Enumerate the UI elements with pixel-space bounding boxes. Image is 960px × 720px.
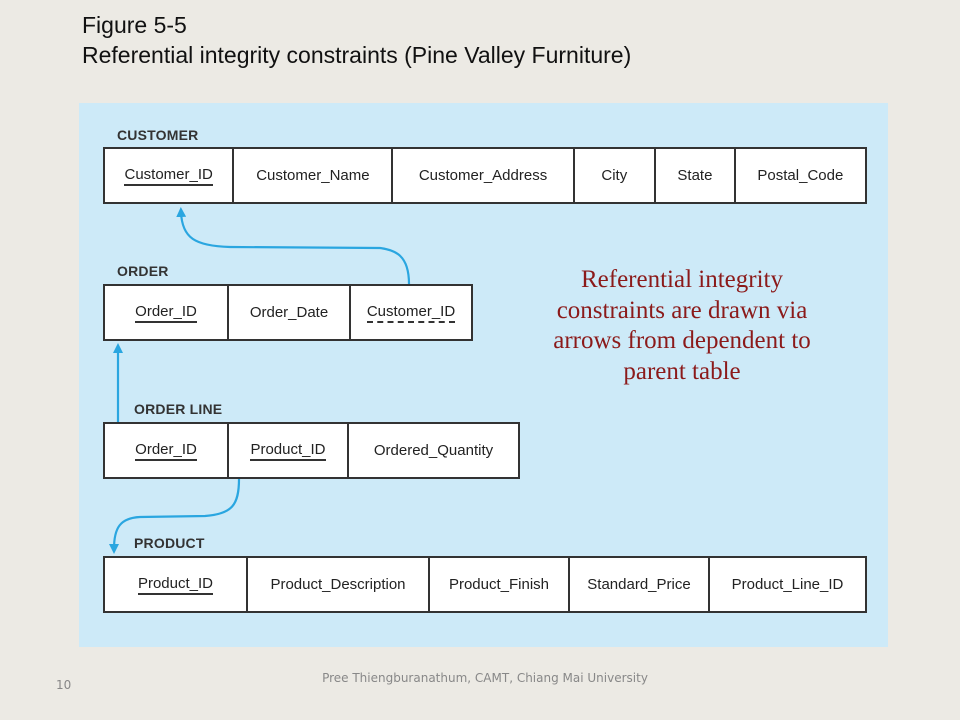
customer-table-label: CUSTOMER bbox=[117, 127, 199, 143]
annotation-note: Referential integrity constraints are dr… bbox=[553, 266, 811, 385]
product-attr-product-id: Product_ID bbox=[105, 558, 248, 611]
order-line-attr-ordered-quantity: Ordered_Quantity bbox=[373, 442, 494, 459]
order-line-attr-order-id: Order_ID bbox=[105, 424, 229, 477]
order-relation: Order_ID Order_Date Customer_ID bbox=[103, 284, 473, 341]
figure-title: Figure 5-5 Referential integrity constra… bbox=[82, 10, 631, 70]
customer-attr-customer-name: Customer_Name bbox=[234, 149, 394, 202]
order-attr-order-date: Order_Date bbox=[229, 286, 351, 339]
customer-attr-customer-id: Customer_ID bbox=[105, 149, 235, 202]
product-attr-standard-price: Standard_Price bbox=[570, 558, 710, 611]
order-line-relation: Order_ID Product_ID Ordered_Quantity bbox=[103, 422, 520, 479]
customer-relation: Customer_ID Customer_Name Customer_Addre… bbox=[103, 147, 867, 204]
product-relation: Product_ID Product_Description Product_F… bbox=[103, 556, 867, 613]
customer-attr-state: State bbox=[656, 149, 736, 202]
order-attr-order-id: Order_ID bbox=[105, 286, 229, 339]
arrow-order-to-customer bbox=[176, 207, 411, 285]
order-attr-customer-id: Customer_ID bbox=[351, 286, 471, 339]
order-line-table-label: ORDER LINE bbox=[134, 401, 223, 417]
figure-caption: Referential integrity constraints (Pine … bbox=[82, 42, 632, 68]
product-attr-product-description: Product_Description bbox=[248, 558, 430, 611]
product-attr-product-finish: Product_Finish bbox=[430, 558, 570, 611]
product-attr-product-line-id: Product_Line_ID bbox=[731, 576, 844, 593]
arrow-orderline-to-product bbox=[109, 478, 241, 554]
figure-number: Figure 5-5 bbox=[82, 12, 187, 38]
customer-attr-postal-code: Postal_Code bbox=[757, 167, 844, 184]
customer-attr-customer-address: Customer_Address bbox=[393, 149, 575, 202]
product-table-label: PRODUCT bbox=[134, 535, 205, 551]
customer-attr-city: City bbox=[575, 149, 657, 202]
footer-credit: Pree Thiengburanathum, CAMT, Chiang Mai … bbox=[322, 671, 648, 685]
page-number: 10 bbox=[56, 678, 72, 692]
order-line-attr-product-id: Product_ID bbox=[229, 424, 349, 477]
order-table-label: ORDER bbox=[117, 263, 169, 279]
